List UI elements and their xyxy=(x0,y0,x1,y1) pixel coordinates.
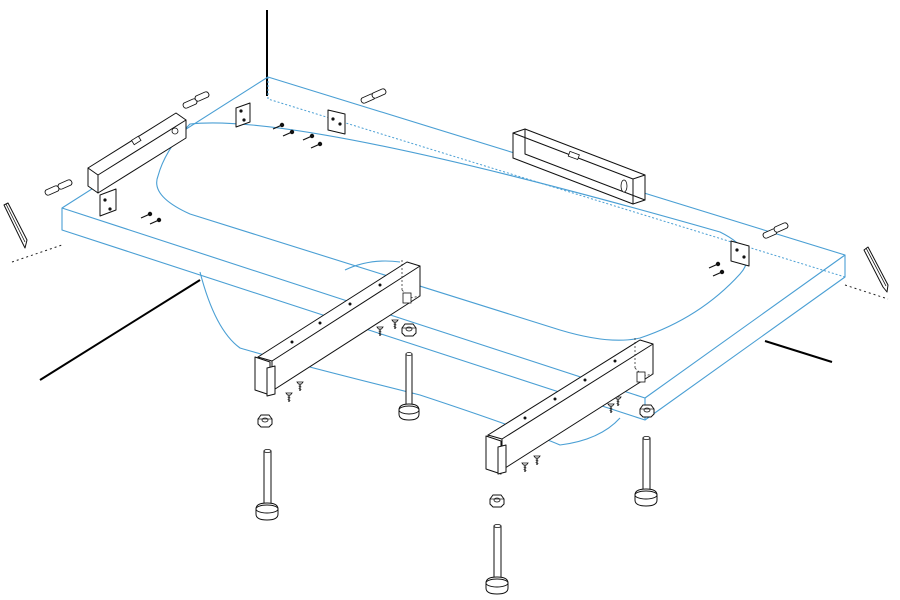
screw-group xyxy=(272,122,323,149)
wall-bracket xyxy=(235,102,251,128)
wall-plug-pair xyxy=(360,88,387,104)
adjustable-leg xyxy=(634,435,658,507)
adjustable-leg xyxy=(398,352,420,421)
wall-plug-pair xyxy=(44,179,73,196)
spirit-level xyxy=(512,128,646,205)
bathtub xyxy=(61,76,846,446)
tub-basin-underside xyxy=(199,271,621,446)
adjustable-leg xyxy=(485,524,509,595)
wall-bracket xyxy=(730,240,750,267)
support-frame xyxy=(254,260,421,397)
spirit-level xyxy=(87,112,187,194)
screw-group xyxy=(140,211,162,225)
wall-bracket xyxy=(327,109,346,135)
adjustable-leg xyxy=(255,448,279,521)
pencil-icon xyxy=(863,246,889,293)
tub-rim-side xyxy=(61,208,846,421)
tub-basin-opening xyxy=(156,122,748,341)
nut xyxy=(489,494,505,508)
nut xyxy=(257,414,273,428)
wall-bracket xyxy=(99,188,117,217)
screw-group xyxy=(708,261,725,277)
wall-floor-line-left xyxy=(39,279,201,381)
nut xyxy=(401,323,417,337)
wall-floor-line-right xyxy=(764,340,833,363)
wall-corner xyxy=(39,10,833,381)
wall-plug-pair xyxy=(182,91,210,109)
tub-basin-bottom-curve xyxy=(344,260,401,271)
alignment-line-right xyxy=(844,284,889,300)
alignment-line-left xyxy=(11,244,63,263)
tub-rim-back-hidden xyxy=(267,77,846,278)
pencil-icon xyxy=(3,202,28,249)
support-frame xyxy=(485,338,654,475)
nut xyxy=(639,404,655,418)
